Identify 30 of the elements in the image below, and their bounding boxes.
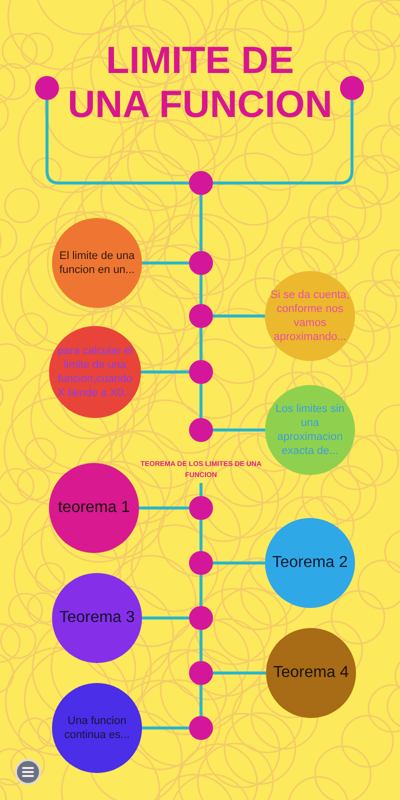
topic-text: Teorema 2 <box>272 552 348 573</box>
topic-text: El limite de una funcion en un... <box>58 248 136 278</box>
connector-line <box>200 685 202 716</box>
connector-line <box>200 328 202 360</box>
connector-line <box>142 262 189 264</box>
connector-line <box>213 428 265 432</box>
topic-text: Teorema 3 <box>59 608 135 628</box>
connector-line <box>141 370 189 374</box>
connector-line <box>213 672 266 674</box>
connector-line <box>200 195 202 251</box>
connector-line <box>200 520 202 551</box>
connector-line <box>213 314 265 318</box>
connector-line <box>200 275 202 304</box>
connector-line <box>142 726 189 730</box>
connector-line <box>46 100 189 184</box>
topic-text: Si se da cuenta, conforme nos vamos aproximando... <box>270 288 350 344</box>
title: LIMITE DE UNA FUNCION <box>66 39 334 127</box>
connector-line <box>200 483 202 496</box>
topic-text: Los limites sin una aproximacion exacta de... <box>274 402 346 458</box>
connector-line <box>200 630 202 661</box>
connector-line <box>139 506 189 510</box>
topic-text: Teorema 4 <box>273 662 349 683</box>
topic-text: para calcular el limite de una funcion,cuando X tiende a X0... <box>56 344 134 400</box>
topic-text: teorema 1 <box>58 498 130 518</box>
connector-line <box>213 562 265 564</box>
connector-line <box>200 575 202 606</box>
connector-line <box>142 616 189 620</box>
connector-line <box>200 384 202 418</box>
topic-text: Una funcion continua es... <box>63 714 131 742</box>
connector-line <box>213 100 354 184</box>
